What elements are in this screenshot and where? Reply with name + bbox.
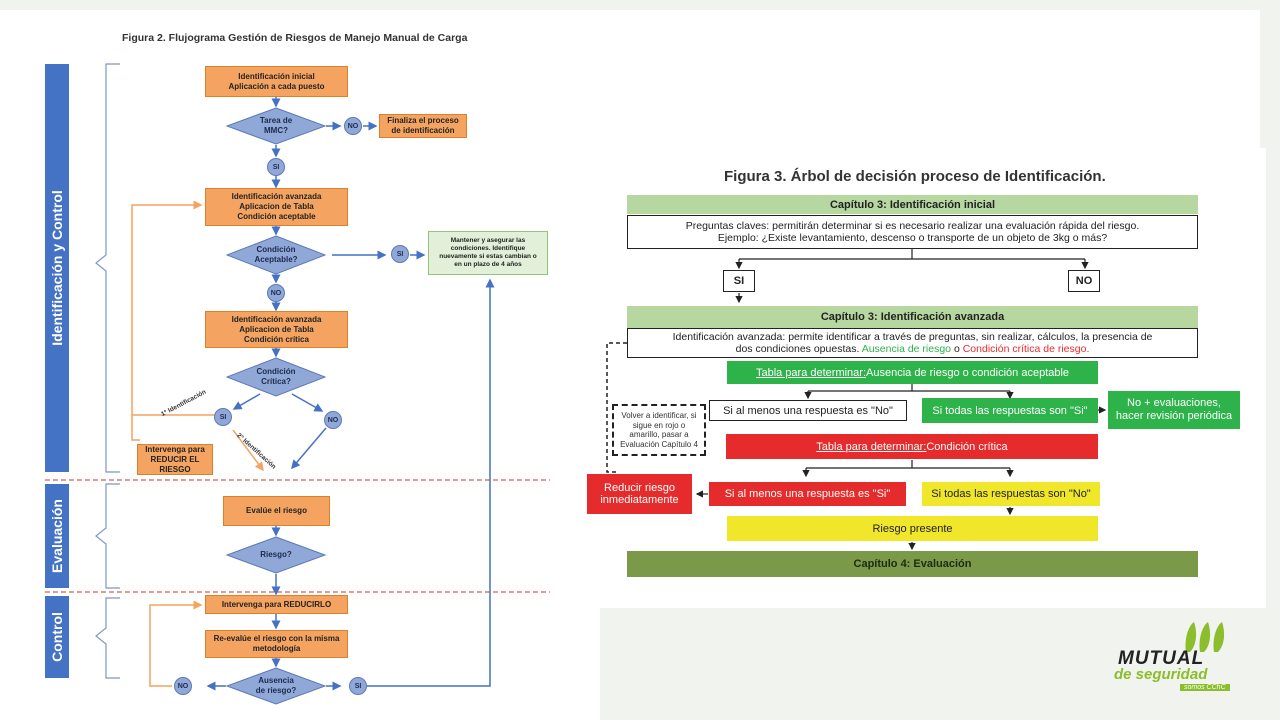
- preguntas-ejemplo: Ejemplo: ¿Existe levantamiento, descenso…: [717, 232, 1108, 244]
- figure3-title: Figura 3. Árbol de decisión proceso de I…: [724, 168, 1106, 185]
- diamond-condicion-critica: Condición Crítica?: [256, 367, 296, 386]
- box-al-menos-no: Si al menos una respuesta es "No": [709, 400, 907, 421]
- box-todas-si: Si todas las respuestas son "Si": [922, 398, 1098, 423]
- box-riesgo-presente: Riesgo presente: [727, 516, 1098, 541]
- diamond-riesgo: Riesgo?: [260, 550, 292, 559]
- box-mantener-condiciones: Mantener y asegurar las condiciones. Ide…: [428, 231, 548, 275]
- circle-no-ausencia: NO: [174, 677, 192, 695]
- logo-mutual: MUTUAL: [1118, 648, 1205, 669]
- tabla-critica-label: Tabla para determinar:: [816, 440, 927, 453]
- diamond-condicion-aceptable: Condición Aceptable?: [254, 245, 298, 264]
- brace-control: [95, 597, 120, 679]
- circle-no-critica: NO: [324, 411, 342, 429]
- box-si: SI: [723, 270, 755, 292]
- tabla-ausencia-label: Tabla para determinar:: [755, 366, 867, 379]
- box-tabla-ausencia: Tabla para determinar: Ausencia de riesg…: [727, 361, 1098, 384]
- circle-no-aceptable: NO: [267, 284, 285, 302]
- figure2-title: Figura 2. Flujograma Gestión de Riesgos …: [122, 32, 468, 44]
- box-intervenga-reducir: Intervenga para REDUCIR EL RIESGO: [137, 444, 213, 475]
- box-reevalue: Re-evalúe el riesgo con la misma metodol…: [205, 630, 348, 658]
- header-cap3-avanzada: Capítulo 3: Identificación avanzada: [627, 306, 1198, 328]
- sidebar-identificacion-control: Identificación y Control: [45, 64, 69, 472]
- diamond-ausencia-riesgo: Ausencia de riesgo?: [255, 676, 297, 695]
- box-no: NO: [1068, 270, 1100, 292]
- sidebar-evaluacion: Evaluación: [45, 484, 69, 588]
- box-evalue-riesgo: Evalúe el riesgo: [223, 496, 330, 526]
- avanzada-ausencia: Ausencia de riesgo: [861, 343, 952, 355]
- avanzada-text: permite identificar a través de pregunta…: [785, 331, 1153, 343]
- note-volver-identificar: Volver a identificar, si sigue en rojo o…: [612, 404, 706, 456]
- box-identificacion-avanzada: Identificación avanzada: permite identif…: [627, 328, 1198, 358]
- logo-de-seguridad: de seguridad: [1114, 666, 1208, 683]
- sidebar-control: Control: [45, 596, 69, 678]
- box-no-evaluaciones: No + evaluaciones, hacer revisión periód…: [1108, 391, 1240, 429]
- circle-si-critica: SI: [214, 408, 232, 426]
- box-finaliza-proceso: Finaliza el proceso de identificación: [379, 114, 467, 138]
- circle-si-tarea: SI: [267, 158, 285, 176]
- logo-somos-cchc: somos CChC: [1180, 684, 1230, 691]
- avanzada-text-2: dos condiciones opuestas.: [735, 343, 862, 355]
- box-identificacion-inicial: Identificación inicial Aplicación a cada…: [205, 66, 348, 97]
- diamond-riesgo-shape: [225, 536, 327, 574]
- circle-si-aceptable: SI: [391, 245, 409, 263]
- avanzada-o: o: [951, 343, 963, 355]
- box-tabla-critica: Tabla para determinar: Condición crítica: [726, 434, 1098, 459]
- circle-no-tarea: NO: [344, 117, 362, 135]
- box-reducir-riesgo: Reducir riesgo inmediatamente: [587, 474, 692, 514]
- figure2-connectors: [45, 63, 550, 705]
- box-ident-avanzada-critica: Identificación avanzada Aplicacion de Ta…: [205, 311, 348, 348]
- box-al-menos-si: Si al menos una respuesta es "Si": [709, 482, 906, 506]
- box-todas-no: Si todas las respuestas son "No": [922, 482, 1100, 506]
- preguntas-claves-label: Preguntas claves:: [685, 220, 770, 232]
- diamond-critica-shape: [225, 357, 327, 397]
- tabla-ausencia-text: Ausencia de riesgo o condición aceptable: [866, 366, 1070, 379]
- diamond-tarea-mmc: Tarea de MMC?: [259, 116, 293, 135]
- header-cap3-inicial: Capítulo 3: Identificación inicial: [627, 195, 1198, 214]
- diamond-tarea-mmc-shape: [225, 107, 327, 145]
- diamond-aceptable-shape: [225, 235, 327, 275]
- header-cap4-evaluacion: Capítulo 4: Evaluación: [627, 551, 1198, 577]
- circle-si-ausencia: SI: [349, 677, 367, 695]
- tabla-critica-text: Condición crítica: [926, 440, 1008, 453]
- avanzada-label: Identificación avanzada:: [672, 331, 786, 343]
- mutual-logo-icon: [1185, 622, 1225, 652]
- diamond-ausencia-shape: [225, 667, 327, 705]
- preguntas-claves-text: permitirán determinar si es necesario re…: [769, 220, 1140, 232]
- box-ident-avanzada-aceptable: Identificación avanzada Aplicacion de Ta…: [205, 188, 348, 226]
- brace-identificacion: [95, 63, 120, 473]
- box-intervenga-reducirlo: Intervenga para REDUCIRLO: [205, 595, 348, 614]
- avanzada-critica: Condición crítica de riesgo.: [962, 343, 1090, 355]
- brace-evaluacion: [95, 483, 120, 589]
- box-preguntas-claves: Preguntas claves: permitirán determinar …: [627, 215, 1198, 249]
